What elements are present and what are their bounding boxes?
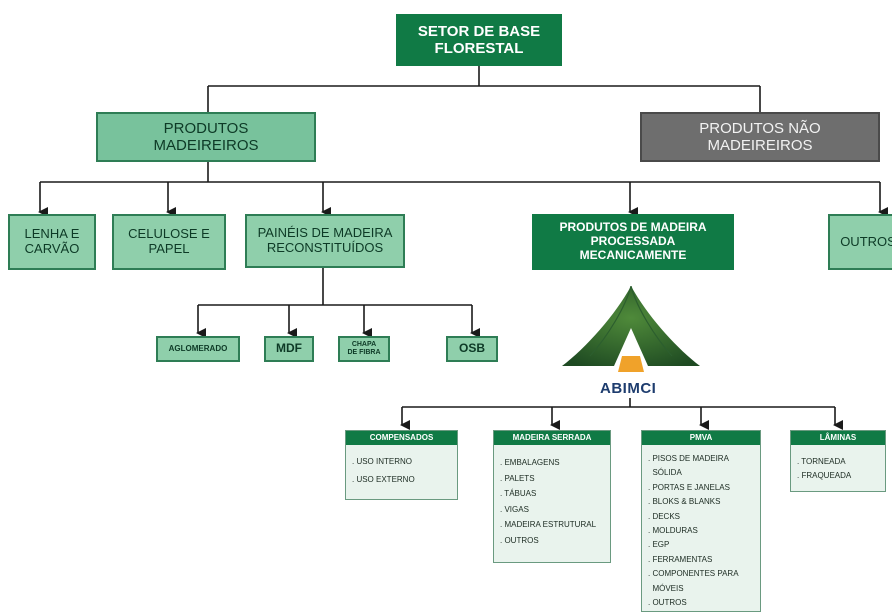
list-item: . OUTROS [500,535,539,545]
osb-node: OSB [446,336,498,362]
list-item: . EMBALAGENS [500,458,560,467]
list-item: . USO EXTERNO [352,475,415,484]
card-items: . PISOS DE MADEIRA SÓLIDA . PORTAS E JAN… [642,445,760,614]
firewood-node: LENHA E CARVÃO [8,214,96,270]
fiberboard-node: CHAPA DE FIBRA [338,336,390,362]
list-item: . BLOKS & BLANKS [648,497,721,507]
list-item: . EGP [648,540,670,550]
list-item: SÓLIDA [648,468,682,478]
card-title: MADEIRA SERRADA [494,431,610,445]
card-items: . TORNEADA . FRAQUEADA [791,445,885,487]
root-node: SETOR DE BASE FLORESTAL [396,14,562,66]
card-compensados: COMPENSADOS . USO INTERNO . USO EXTERNO [345,430,458,500]
list-item: . TORNEADA [797,457,846,466]
list-item: . TÁBUAS [500,489,537,498]
list-item: . COMPONENTES PARA [648,569,739,579]
list-item: . OUTROS [648,598,687,608]
mdf-node: MDF [264,336,314,362]
card-pmva: PMVA . PISOS DE MADEIRA SÓLIDA . PORTAS … [641,430,761,612]
nonwood-products-node: PRODUTOS NÃO MADEIREIROS [640,112,880,162]
card-madeira-serrada: MADEIRA SERRADA . EMBALAGENS . PALETS . … [493,430,611,563]
card-laminas: LÂMINAS . TORNEADA . FRAQUEADA [790,430,886,492]
list-item: . FRAQUEADA [797,471,852,480]
list-item: . MOLDURAS [648,526,698,536]
card-items: . USO INTERNO . USO EXTERNO [346,445,457,493]
particleboard-node: AGLOMERADO [156,336,240,362]
list-item: . FERRAMENTAS [648,554,713,564]
card-title: PMVA [642,431,760,445]
list-item: . PALETS [500,473,535,483]
wood-products-node: PRODUTOS MADEIREIROS [96,112,316,162]
card-items: . EMBALAGENS . PALETS . TÁBUAS . VIGAS .… [494,445,610,552]
list-item: MÓVEIS [648,583,684,593]
card-title: COMPENSADOS [346,431,457,445]
list-item: . USO INTERNO [352,457,413,466]
abimci-logo-text: ABIMCI [600,380,657,397]
list-item: . MADEIRA ESTRUTURAL [500,520,597,529]
card-title: LÂMINAS [791,431,885,445]
list-item: . DECKS [648,511,681,521]
list-item: . PORTAS E JANELAS [648,482,730,492]
list-item: . PISOS DE MADEIRA [648,454,729,463]
panels-node: PAINÉIS DE MADEIRA RECONSTITUÍDOS [245,214,405,268]
list-item: . VIGAS [500,504,529,514]
pulp-paper-node: CELULOSE E PAPEL [112,214,226,270]
tent-forest-logo [562,286,700,372]
processed-wood-node: PRODUTOS DE MADEIRA PROCESSADA MECANICAM… [532,214,734,270]
others-node: OUTROS [828,214,892,270]
